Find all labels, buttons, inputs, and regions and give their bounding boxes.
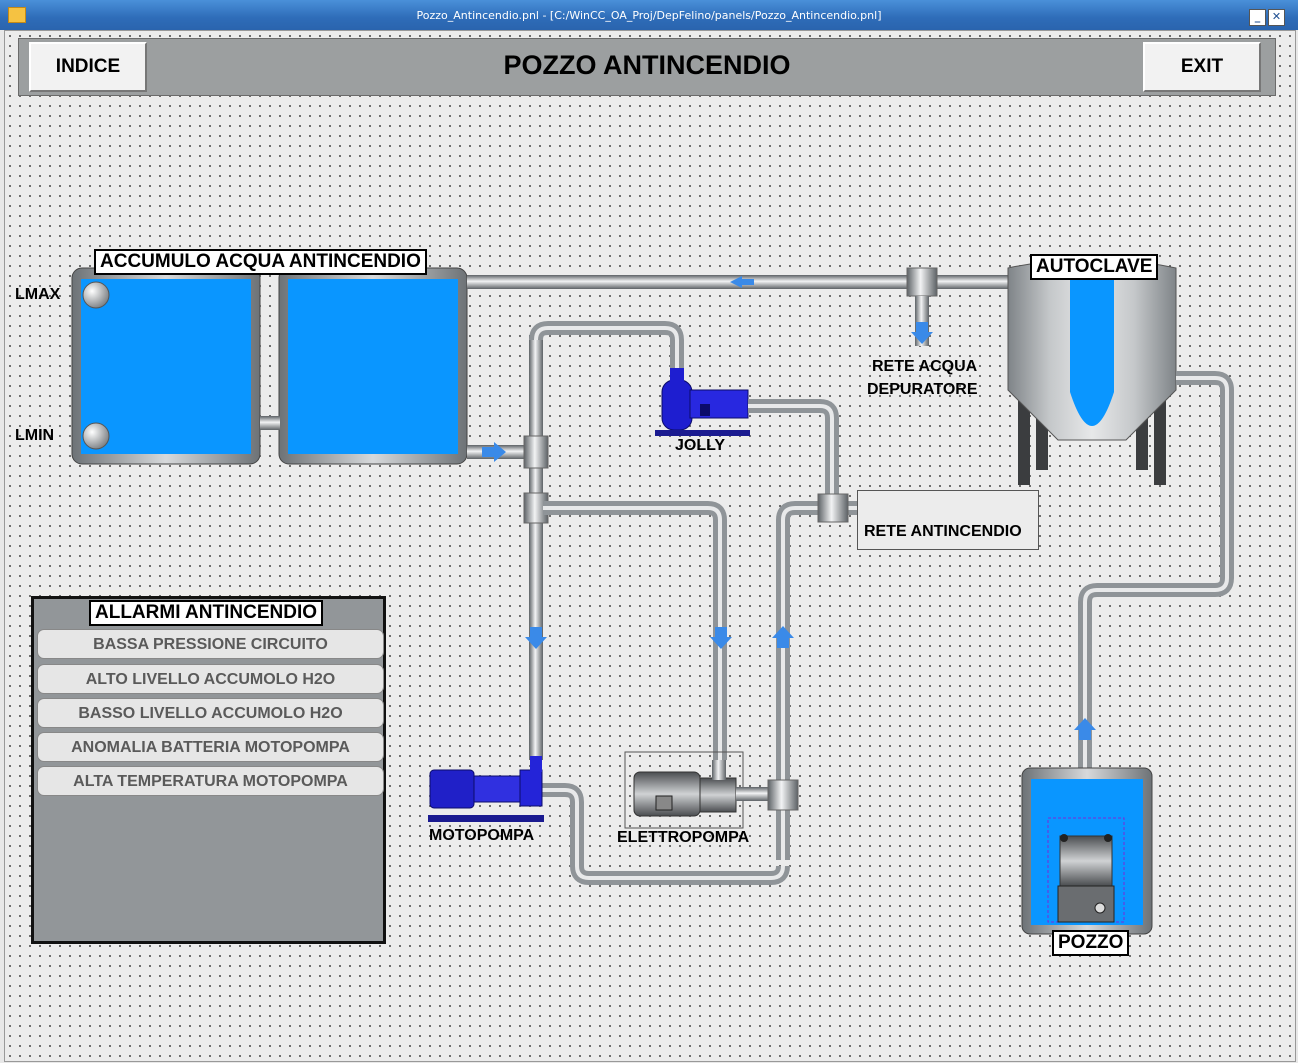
pipe <box>543 501 727 760</box>
motopompa-pump-icon <box>428 756 544 822</box>
close-button[interactable]: ✕ <box>1268 9 1285 26</box>
depuratore-label: DEPURATORE <box>867 381 978 398</box>
pipe-highlight <box>748 404 834 495</box>
app-icon <box>8 7 26 23</box>
arrow-icon <box>911 322 933 344</box>
water-fill <box>1070 272 1114 426</box>
header-bar: INDICE POZZO ANTINCENDIO EXIT <box>18 38 1276 96</box>
pipe <box>529 335 543 760</box>
pipe-highlight <box>540 788 785 880</box>
alarm-alta-temperatura[interactable]: ALTA TEMPERATURA MOTOPOMPA <box>37 766 384 796</box>
water-fill <box>81 279 251 454</box>
window-title: Pozzo_Antincendio.pnl - [C:/WinCC_OA_Pro… <box>416 9 882 22</box>
alarm-alto-livello[interactable]: ALTO LIVELLO ACCUMOLO H2O <box>37 664 384 694</box>
elettropompa-motor-icon <box>633 760 737 817</box>
rete-acqua-label: RETE ACQUA <box>872 358 978 375</box>
jolly-pump-icon <box>655 368 750 436</box>
accumulo-tank-left <box>71 267 261 465</box>
arrow-icon <box>1074 718 1096 740</box>
elettropompa-label: ELETTROPOMPA <box>617 829 750 846</box>
autoclave-label: AUTOCLAVE <box>1030 254 1159 280</box>
page-title: POZZO ANTINCENDIO <box>503 50 791 80</box>
accumulo-tank-right <box>278 267 468 465</box>
tee-fitting <box>906 267 938 297</box>
indice-button[interactable]: INDICE <box>29 42 147 92</box>
tee-fitting <box>767 779 799 811</box>
exit-button[interactable]: EXIT <box>1143 42 1261 92</box>
lmin-label: LMIN <box>15 427 55 444</box>
jolly-label: JOLLY <box>675 437 726 454</box>
alarm-panel: ALLARMI ANTINCENDIO BASSA PRESSIONE CIRC… <box>31 596 386 944</box>
tee-fitting <box>523 435 549 469</box>
tank-connector-pipe <box>260 416 280 430</box>
motopompa-label: MOTOPOMPA <box>429 827 535 844</box>
pipe <box>776 501 905 860</box>
alarm-basso-livello[interactable]: BASSO LIVELLO ACCUMOLO H2O <box>37 698 384 728</box>
alarm-anomalia-batteria[interactable]: ANOMALIA BATTERIA MOTOPOMPA <box>37 732 384 762</box>
pipe-highlight <box>1083 376 1229 820</box>
rete-antincendio-label: RETE ANTINCENDIO <box>864 523 1022 540</box>
arrow-icon <box>482 442 506 462</box>
pipe <box>529 321 684 372</box>
arrow-icon <box>525 627 547 649</box>
lmax-label: LMAX <box>15 286 61 303</box>
pipe-highlight <box>534 326 679 372</box>
pipe-highlight <box>543 506 722 760</box>
lmax-sensor-icon <box>82 281 110 309</box>
pipe <box>748 399 839 495</box>
arrow-icon <box>710 627 732 649</box>
accumulo-label: ACCUMULO ACQUA ANTINCENDIO <box>94 249 427 275</box>
water-fill <box>288 279 458 454</box>
autoclave-tank <box>1007 258 1177 485</box>
arrow-icon <box>730 276 754 288</box>
alarm-bassa-pressione[interactable]: BASSA PRESSIONE CIRCUITO <box>37 629 384 659</box>
lmin-sensor-icon <box>82 422 110 450</box>
pozzo-label: POZZO <box>1052 930 1130 956</box>
rete-antincendio-box <box>857 490 1039 550</box>
window-titlebar: Pozzo_Antincendio.pnl - [C:/WinCC_OA_Pro… <box>0 0 1298 30</box>
alarm-panel-title: ALLARMI ANTINCENDIO <box>89 600 323 626</box>
arrow-icon <box>772 626 794 648</box>
submersible-pump-icon <box>1047 817 1125 923</box>
pipe-highlight <box>781 506 905 860</box>
minimize-button[interactable]: _ <box>1249 9 1266 26</box>
tee-fitting <box>817 493 849 523</box>
